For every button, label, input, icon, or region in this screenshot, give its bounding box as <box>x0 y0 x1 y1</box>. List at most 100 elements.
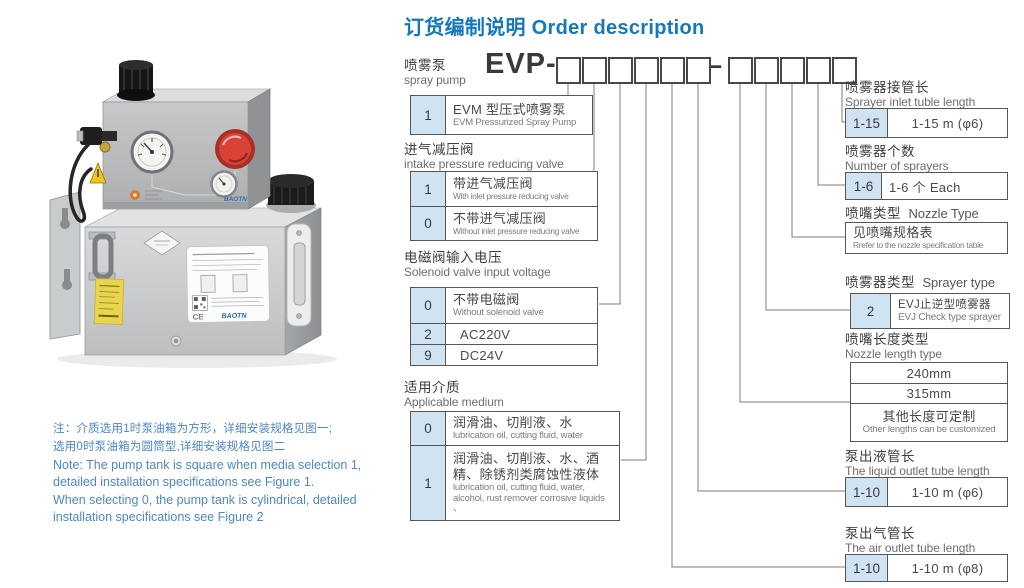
section-title-en: Number of sprayers <box>845 159 949 174</box>
section-title-zh: 电磁阀输入电压 <box>404 250 502 265</box>
pump-reservoir: CE BAOTN <box>84 174 322 356</box>
desc-en: lubrication oil, cutting fluid, water <box>453 430 583 442</box>
section-title-zh: 进气减压阀 <box>404 142 474 157</box>
table-row: 2 EVJ止逆型喷雾器 EVJ Check type sprayer <box>851 294 1009 328</box>
code-cell: 1-10 <box>846 555 888 581</box>
table-row: 1-15 1-15 m (φ6) <box>846 109 1007 137</box>
code-cell: 0 <box>411 412 446 445</box>
desc-value: 315mm <box>906 386 952 401</box>
note-block: 注：介质选用1时泵油箱为方形，详细安装规格见图一; 选用0时泵油箱为圆筒型,详细… <box>53 420 363 527</box>
desc-en: EVM Pressurized Spray Pump <box>453 116 577 128</box>
code-cell: 1 <box>411 172 446 206</box>
figure-2-thumbnail <box>232 274 248 293</box>
desc-zh: 不带电磁阀 <box>453 292 520 308</box>
desc-zh: 其他长度可定制 <box>882 409 976 425</box>
note-line: detailed installation specifications see… <box>53 475 315 490</box>
table-row: 9 DC24V <box>411 344 597 365</box>
desc-cell: EVM 型压式喷雾泵 EVM Pressurized Spray Pump <box>446 96 592 134</box>
spray-pump-table: 1 EVM 型压式喷雾泵 EVM Pressurized Spray Pump <box>410 95 593 135</box>
warning-triangle-icon <box>89 161 107 184</box>
section-title-en: The liquid outlet tube length <box>845 464 990 479</box>
desc-en: Without inlet pressure reducing valve <box>453 225 580 236</box>
code-cell: 0 <box>411 288 446 323</box>
section-header-sprayer-inlet-length: 喷雾器接管长 Sprayer inlet tuble length <box>845 80 975 110</box>
table-row: 2 AC220V <box>411 323 597 344</box>
code-box-2 <box>582 57 607 84</box>
sprayer-type-table: 2 EVJ止逆型喷雾器 EVJ Check type sprayer <box>850 293 1010 329</box>
air-regulator-knob <box>117 60 155 101</box>
desc-cell: 见喷嘴规格表 Rrefer to the nozzle specificatio… <box>846 223 1007 253</box>
ce-mark-text: CE <box>193 312 205 321</box>
nozzle-type-table: 见喷嘴规格表 Rrefer to the nozzle specificatio… <box>845 222 1008 254</box>
table-row: 1 EVM 型压式喷雾泵 EVM Pressurized Spray Pump <box>411 96 592 134</box>
warning-label <box>93 278 125 325</box>
desc-cell: 润滑油、切削液、水、酒精、除锈剂类腐蚀性液体 lubrication oil, … <box>446 446 619 520</box>
note-line: Note: The pump tank is square when media… <box>53 457 362 472</box>
code-cell: 1-6 <box>846 173 882 199</box>
section-header-solenoid-voltage: 电磁阀输入电压 Solenoid valve input voltage <box>404 250 551 280</box>
desc-en: With inlet pressure reducing valve <box>453 191 569 202</box>
desc-cell: AC220V <box>446 324 597 344</box>
oil-level-sight-glass <box>286 223 312 327</box>
desc-cell: EVJ止逆型喷雾器 EVJ Check type sprayer <box>891 294 1009 328</box>
section-header-number-of-sprayers: 喷雾器个数 Number of sprayers <box>845 144 949 174</box>
table-row: 1-10 1-10 m (φ8) <box>846 555 1007 581</box>
table-row: 315mm <box>851 383 1007 403</box>
section-header-nozzle-length-type: 喷嘴长度类型 Nozzle length type <box>845 332 942 362</box>
section-title-zh: 泵出液管长 <box>845 449 915 464</box>
section-title-zh: 喷雾器个数 <box>845 144 915 159</box>
desc-zh: 润滑油、切削液、水 <box>453 415 573 431</box>
qr-code <box>191 295 208 311</box>
desc-value: 1-10 m (φ8) <box>911 560 984 576</box>
note-line: installation specifications see Figure 2 <box>53 510 264 525</box>
code-box-11 <box>832 57 857 84</box>
desc-cell: 其他长度可定制 Other lengths can be customized <box>851 404 1007 441</box>
code-box-8 <box>754 57 779 84</box>
pump-head: BAOTN <box>68 60 272 223</box>
desc-cell: 1-10 m (φ6) <box>888 478 1007 506</box>
note-line: When selecting 0, the pump tank is cylin… <box>53 492 357 507</box>
table-row: 见喷嘴规格表 Rrefer to the nozzle specificatio… <box>846 223 1007 253</box>
desc-value: 240mm <box>906 365 952 381</box>
table-row: 240mm <box>851 363 1007 383</box>
desc-cell: 240mm <box>851 363 1007 383</box>
desc-value: 1-15 m (φ6) <box>911 115 984 131</box>
code-cell: 9 <box>411 345 446 365</box>
section-title-zh: 喷雾器接管长 <box>845 80 929 95</box>
section-title-zh: 泵出气管长 <box>845 526 915 541</box>
desc-cell: 不带进气减压阀 Without inlet pressure reducing … <box>446 207 597 240</box>
table-row: 0 不带电磁阀 Without solenoid valve <box>411 288 597 323</box>
section-title-zh: 喷嘴长度类型 <box>845 332 929 347</box>
table-row: 1-6 1-6 个 Each <box>846 173 1007 199</box>
section-header-liquid-outlet-length: 泵出液管长 The liquid outlet tube length <box>845 449 990 479</box>
emergency-stop-knob <box>215 129 255 169</box>
product-photo: CE BAOTN <box>49 60 337 368</box>
section-title-en: Nozzle length type <box>845 347 942 362</box>
desc-cell: 不带电磁阀 Without solenoid valve <box>446 288 597 323</box>
number-of-sprayers-table: 1-6 1-6 个 Each <box>845 172 1008 200</box>
code-box-4 <box>634 57 659 84</box>
applicable-medium-table: 0 润滑油、切削液、水 lubrication oil, cutting flu… <box>410 411 620 521</box>
sprayer-inlet-length-table: 1-15 1-15 m (φ6) <box>845 108 1008 138</box>
code-cell: 0 <box>411 207 446 240</box>
air-gauge <box>210 170 238 198</box>
nozzle-length-table: 240mm 315mm 其他长度可定制 Other lengths can be… <box>850 362 1008 442</box>
liquid-outlet-length-table: 1-10 1-10 m (φ6) <box>845 477 1008 507</box>
desc-zh: EVJ止逆型喷雾器 <box>898 299 991 312</box>
code-box-5 <box>660 57 685 84</box>
keyhole-slot <box>62 208 68 221</box>
note-line: 注：介质选用1时泵油箱为方形，详细安装规格见图一; <box>53 423 333 435</box>
mounting-bracket <box>49 191 81 340</box>
desc-cell: 315mm <box>851 384 1007 403</box>
section-header-sprayer-type: 喷雾器类型 Sprayer type <box>845 274 998 292</box>
code-cell: 1 <box>411 96 446 134</box>
brand-logo-text: BAOTN <box>224 196 247 203</box>
section-title-en: Applicable medium <box>404 395 504 410</box>
section-title-en: Sprayer type <box>922 275 995 290</box>
section-title-en: spray pump <box>404 73 466 88</box>
table-row: 0 不带进气减压阀 Without inlet pressure reducin… <box>411 206 597 240</box>
section-title-zh: 适用介质 <box>404 380 460 395</box>
code-box-6 <box>686 57 711 84</box>
section-title-en: Solenoid valve input voltage <box>404 265 551 280</box>
